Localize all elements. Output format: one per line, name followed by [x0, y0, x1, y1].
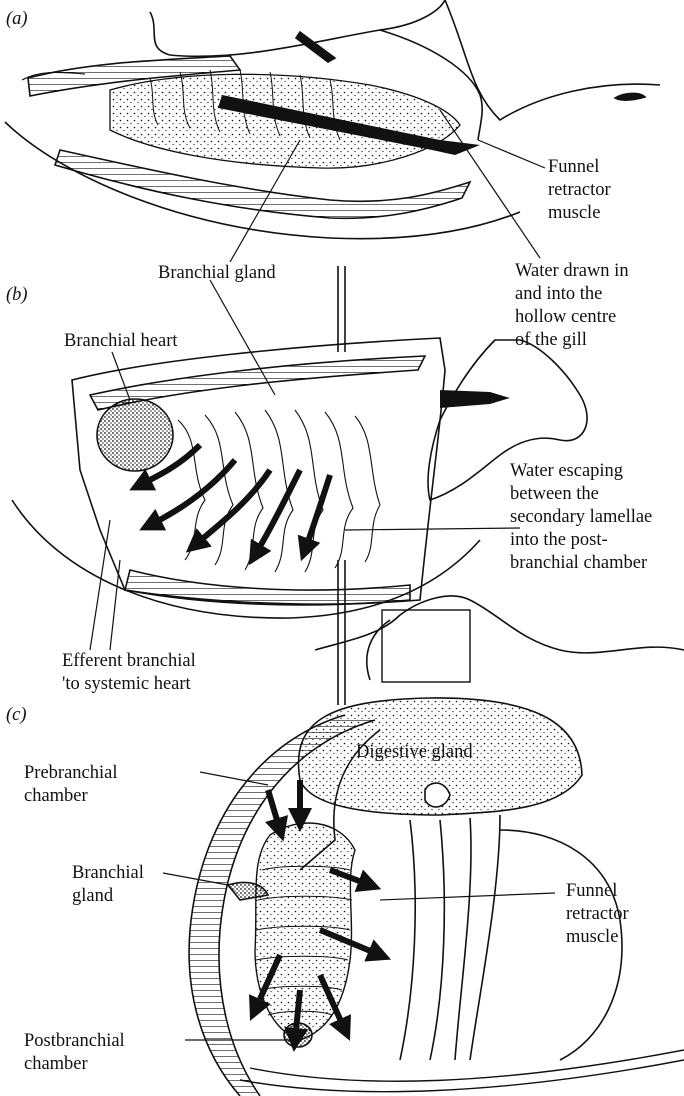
label-prebranchial-chamber: Prebranchial chamber	[24, 762, 118, 808]
label-funnel-retractor-muscle-c: Funnel retractor muscle	[566, 880, 629, 949]
label-funnel-retractor-muscle-a: Funnel retractor muscle	[548, 156, 611, 225]
panel-c-letter: (c)	[6, 704, 27, 727]
label-postbranchial-chamber: Postbranchial chamber	[24, 1030, 125, 1076]
panel-b-letter: (b)	[6, 284, 28, 307]
label-branchial-gland-c: Branchial gland	[72, 862, 144, 908]
panel-a-letter: (a)	[6, 8, 28, 31]
label-water-drawn-in: Water drawn in and into the hollow centr…	[515, 260, 629, 352]
label-branchial-gland-a: Branchial gland	[158, 262, 276, 285]
label-branchial-heart: Branchial heart	[64, 330, 178, 353]
label-efferent-branchial: Efferent branchial 'to systemic heart	[62, 650, 196, 696]
label-digestive-gland: Digestive gland	[356, 741, 473, 764]
label-water-escaping: Water escaping between the secondary lam…	[510, 460, 652, 575]
